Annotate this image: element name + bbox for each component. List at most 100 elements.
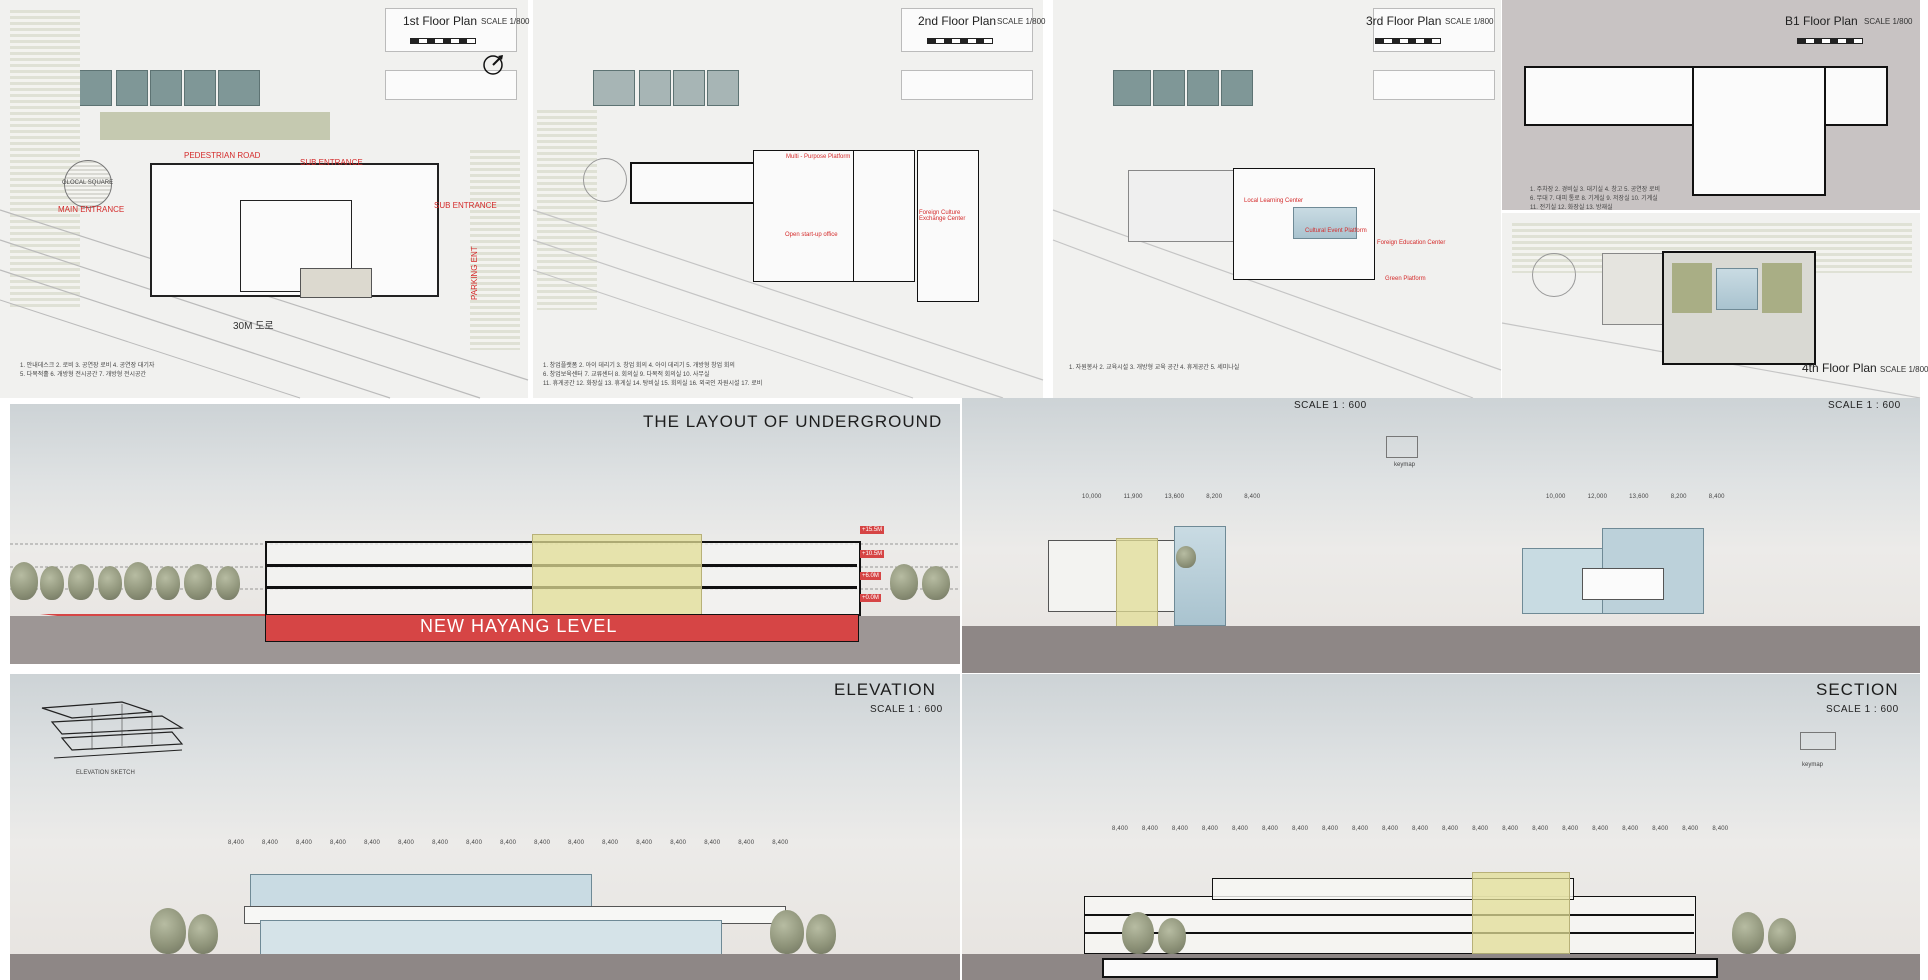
floor-slab xyxy=(1084,914,1694,916)
dimension-value: 8,400 xyxy=(738,840,755,846)
level-tag: +10.5M xyxy=(860,550,885,558)
foreign-culture-label: Foreign Culture Exchange Center xyxy=(919,210,966,222)
square-label: GLOCAL SQUARE xyxy=(62,180,114,186)
pond xyxy=(593,70,635,106)
scale-bar xyxy=(927,38,993,44)
tree xyxy=(40,566,64,600)
dimension-value: 8,400 xyxy=(602,840,619,846)
elevation-sketch-caption: ELEVATION SKETCH xyxy=(76,770,135,776)
glocal-square xyxy=(64,160,112,208)
tree xyxy=(124,562,152,600)
tree xyxy=(150,908,186,954)
dimension-value: 8,400 xyxy=(1682,826,1699,832)
roof-volume xyxy=(1582,568,1664,600)
glass-facade xyxy=(1174,526,1226,626)
road-lines xyxy=(532,209,1044,399)
floor-slab xyxy=(1084,932,1694,934)
dimension-value: 8,400 xyxy=(1708,494,1725,500)
existing-building xyxy=(901,8,1033,52)
scale-bar xyxy=(410,38,476,44)
elevation-panel: ELEVATION SCALE 1 : 600 ELEVATION SKETCH… xyxy=(10,674,960,980)
dimension-value: 8,400 xyxy=(534,840,551,846)
dimension-value: 12,000 xyxy=(1587,494,1608,500)
dimension-value: 11,900 xyxy=(1123,494,1143,500)
tree xyxy=(216,566,240,600)
plan-title: B1 Floor Plan xyxy=(1785,14,1858,28)
roof-garden xyxy=(1762,263,1802,313)
dimension-value: 10,000 xyxy=(1082,494,1102,500)
glocal-square xyxy=(1532,253,1576,297)
tree xyxy=(1176,546,1196,568)
tree xyxy=(1768,918,1796,954)
dimension-value: 8,200 xyxy=(1670,494,1687,500)
existing-building xyxy=(385,8,517,52)
third-floor-plan-panel: 3rd Floor Plan SCALE 1/800 Local Learnin… xyxy=(1052,0,1502,399)
road-label: 30M 도로 xyxy=(233,321,274,332)
dimension-value: 8,400 xyxy=(364,840,381,846)
pond xyxy=(150,70,182,106)
dimension-value: 8,400 xyxy=(636,840,653,846)
tree xyxy=(1122,912,1154,954)
side-section-scale-left: SCALE 1 : 600 xyxy=(1294,400,1367,411)
side-section-scale-right: SCALE 1 : 600 xyxy=(1828,400,1901,411)
second-floor-plan-panel: 2nd Floor Plan SCALE 1/800 Multi - Purpo… xyxy=(532,0,1046,399)
landscape-stripes xyxy=(537,110,597,310)
pond xyxy=(639,70,671,106)
dimension-value: 8,200 xyxy=(1206,494,1223,500)
glocal-square xyxy=(583,158,627,202)
open-startup-label: Open start-up office xyxy=(785,232,838,238)
tree xyxy=(184,564,212,600)
landscape-stripes xyxy=(10,10,80,310)
new-hayang-banner xyxy=(265,614,859,642)
atrium-highlight xyxy=(532,534,702,618)
keymap-diagram xyxy=(1386,436,1418,458)
parking-entrance-label: PARKING ENT xyxy=(470,246,479,300)
level-tag: +6.0M xyxy=(860,572,881,580)
plan-legend: 1. 주차장 2. 경비실 3. 대기실 4. 창고 5. 공연장 로비 6. … xyxy=(1530,187,1661,211)
tree xyxy=(10,562,38,600)
plan-scale: SCALE 1/800 xyxy=(1864,17,1913,26)
keymap-label: keymap xyxy=(1394,462,1416,468)
north-arrow-icon xyxy=(483,55,503,75)
existing-building xyxy=(901,70,1033,100)
pond xyxy=(1221,70,1253,106)
dimension-value: 8,400 xyxy=(1532,826,1549,832)
parking-outline xyxy=(1692,66,1826,196)
pond xyxy=(1153,70,1185,106)
landscape-stripes xyxy=(470,150,520,350)
dimension-value: 8,400 xyxy=(1142,826,1159,832)
plan-scale: SCALE 1/800 xyxy=(1445,17,1494,26)
roof-skylight xyxy=(1716,268,1758,310)
dimension-value: 8,400 xyxy=(1442,826,1459,832)
ground xyxy=(10,954,960,980)
existing-building xyxy=(1373,8,1495,52)
tree xyxy=(188,914,218,954)
tree xyxy=(156,566,180,600)
dimension-value: 8,400 xyxy=(1232,826,1249,832)
dimension-value: 8,400 xyxy=(500,840,517,846)
plan-scale: SCALE 1/800 xyxy=(997,17,1046,26)
pedestrian-road-label: PEDESTRIAN ROAD xyxy=(184,151,261,160)
first-floor-plan-panel: 1st Floor Plan SCALE 1/800 PEDESTRIAN RO… xyxy=(0,0,529,399)
plan-title: 1st Floor Plan xyxy=(403,14,478,28)
section-scale: SCALE 1 : 600 xyxy=(1826,704,1899,715)
main-entrance-label: MAIN ENTRANCE xyxy=(58,205,125,214)
dimension-value: 8,400 xyxy=(1712,826,1729,832)
plan-title: 4th Floor Plan xyxy=(1802,361,1877,375)
pond xyxy=(1187,70,1219,106)
dimension-value: 8,400 xyxy=(330,840,347,846)
pond xyxy=(184,70,216,106)
section-title: SECTION xyxy=(1816,680,1899,699)
dimension-value: 13,600 xyxy=(1629,494,1649,500)
elevation-sketch xyxy=(41,701,185,759)
floor-outline xyxy=(853,150,915,282)
dimension-value: 8,400 xyxy=(466,840,483,846)
multi-purpose-label: Multi - Purpose Platform xyxy=(786,154,851,160)
dimension-value: 8,400 xyxy=(228,840,245,846)
dimension-value: 8,400 xyxy=(1592,826,1609,832)
keymap-diagram xyxy=(1800,732,1836,750)
glass-volume xyxy=(260,920,722,956)
